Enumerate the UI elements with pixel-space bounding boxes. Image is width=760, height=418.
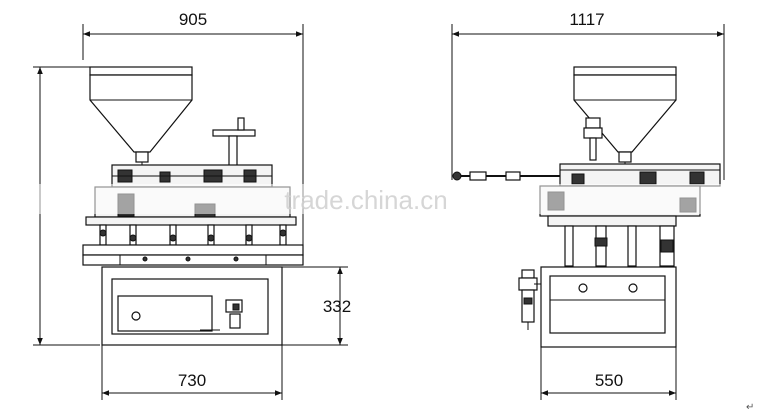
front-base-cabinet <box>101 266 283 346</box>
front-table <box>82 244 304 266</box>
side-width-dimension: 1117 <box>451 10 725 180</box>
corner-mark: ↵ <box>746 402 754 413</box>
front-hopper <box>89 66 193 172</box>
side-base-dimension: 550 <box>540 347 677 400</box>
side-base-cabinet <box>540 266 677 348</box>
watermark: trade.china.cn <box>0 184 760 215</box>
side-hopper <box>573 66 677 170</box>
watermark-text: trade.china.cn <box>284 185 447 215</box>
front-width-label: 905 <box>179 10 207 29</box>
front-base-width-label: 730 <box>178 371 206 390</box>
front-width-dimension: 905 <box>82 10 304 262</box>
side-arm <box>452 171 560 181</box>
side-width-label: 1117 <box>569 10 604 29</box>
side-mechanism <box>539 163 721 267</box>
base-height-dimension: 332 <box>282 266 351 346</box>
front-base-dimension: 730 <box>101 345 283 400</box>
base-height-label: 332 <box>323 297 351 316</box>
side-base-width-label: 550 <box>595 371 623 390</box>
side-air-filter <box>518 269 541 330</box>
